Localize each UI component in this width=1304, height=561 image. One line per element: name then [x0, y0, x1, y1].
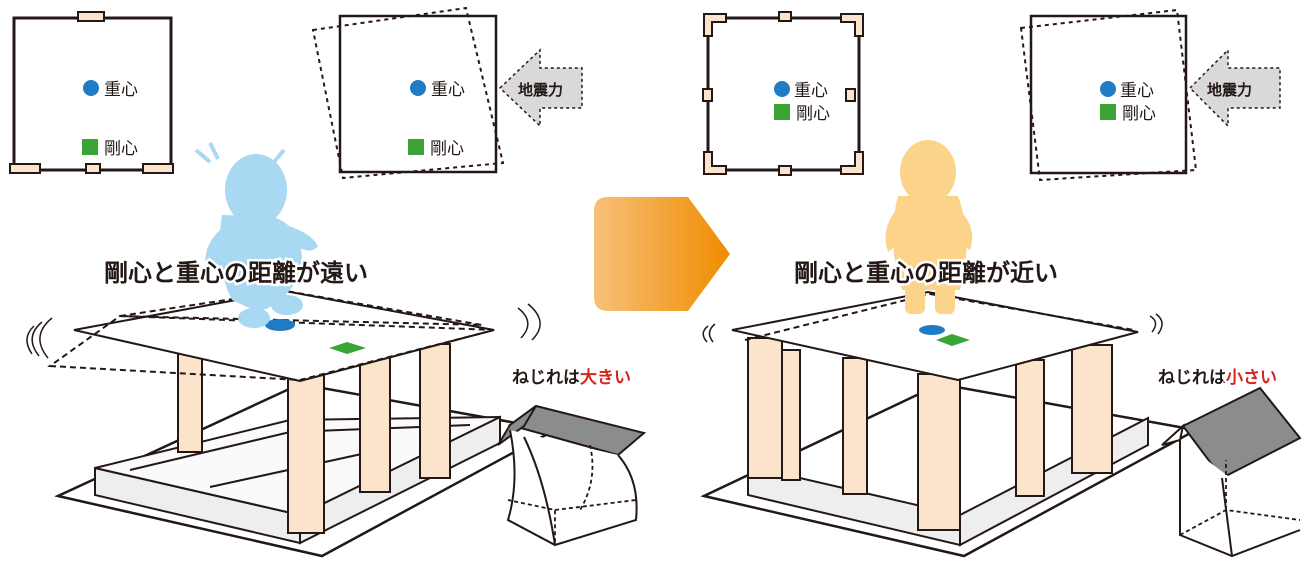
rigidity-center-marker	[936, 334, 970, 346]
gravity-center-marker	[919, 325, 945, 335]
seismic-force-label: 地震力	[1207, 81, 1252, 99]
plan-far-twisted: 重心 剛心 地震力	[311, 6, 583, 180]
caption-far: 剛心と重心の距離が遠い	[104, 259, 368, 287]
gravity-center-marker	[410, 80, 426, 96]
house-near	[700, 290, 1200, 558]
twist-house-small	[1161, 386, 1302, 558]
rigidity-center-label: 剛心	[1122, 104, 1156, 124]
twist-emphasis: 小さい	[1226, 368, 1277, 388]
gravity-center-label: 重心	[794, 81, 828, 101]
gravity-center-marker	[83, 80, 99, 96]
transition-arrow-icon	[594, 197, 730, 311]
twist-label-far: ねじれは大きい	[512, 367, 631, 388]
house-far	[26, 289, 559, 558]
gravity-center-label: 重心	[431, 80, 465, 100]
rigidity-center-marker	[329, 342, 366, 354]
gravity-center-marker	[1100, 81, 1116, 97]
twist-house-large	[497, 404, 647, 547]
rigidity-center-label: 剛心	[796, 104, 830, 124]
plan-far: 重心 剛心	[9, 11, 174, 174]
twist-label-near: ねじれは小さい	[1158, 368, 1277, 388]
rigidity-center-marker	[774, 104, 790, 120]
rigidity-center-marker	[1100, 104, 1116, 120]
gravity-center-marker	[265, 319, 295, 331]
wall-segment	[142, 163, 174, 174]
gravity-center-label: 重心	[104, 80, 138, 100]
person-silhouette-icon	[194, 142, 318, 328]
wall-segment	[9, 163, 41, 174]
twist-prefix: ねじれは	[512, 368, 580, 388]
wall-segment	[77, 11, 105, 22]
gravity-center-marker	[774, 81, 790, 97]
force-arrow-icon	[1188, 48, 1281, 128]
rigidity-center-marker	[408, 139, 424, 155]
plan-near-twisted: 重心 剛心 地震力	[1019, 8, 1281, 182]
twist-emphasis: 大きい	[580, 367, 631, 388]
force-arrow-icon	[498, 48, 583, 128]
plan-near: 重心 剛心	[702, 11, 864, 176]
twist-prefix: ねじれは	[1158, 368, 1226, 388]
caption-near: 剛心と重心の距離が近い	[794, 259, 1058, 287]
gravity-center-label: 重心	[1120, 81, 1154, 101]
rigidity-center-label: 剛心	[104, 139, 138, 159]
seismic-force-label: 地震力	[518, 81, 563, 99]
rigidity-center-label: 剛心	[430, 139, 464, 159]
wall-segment	[85, 163, 101, 174]
rigidity-center-marker	[82, 139, 98, 155]
person-silhouette-icon	[885, 140, 973, 314]
